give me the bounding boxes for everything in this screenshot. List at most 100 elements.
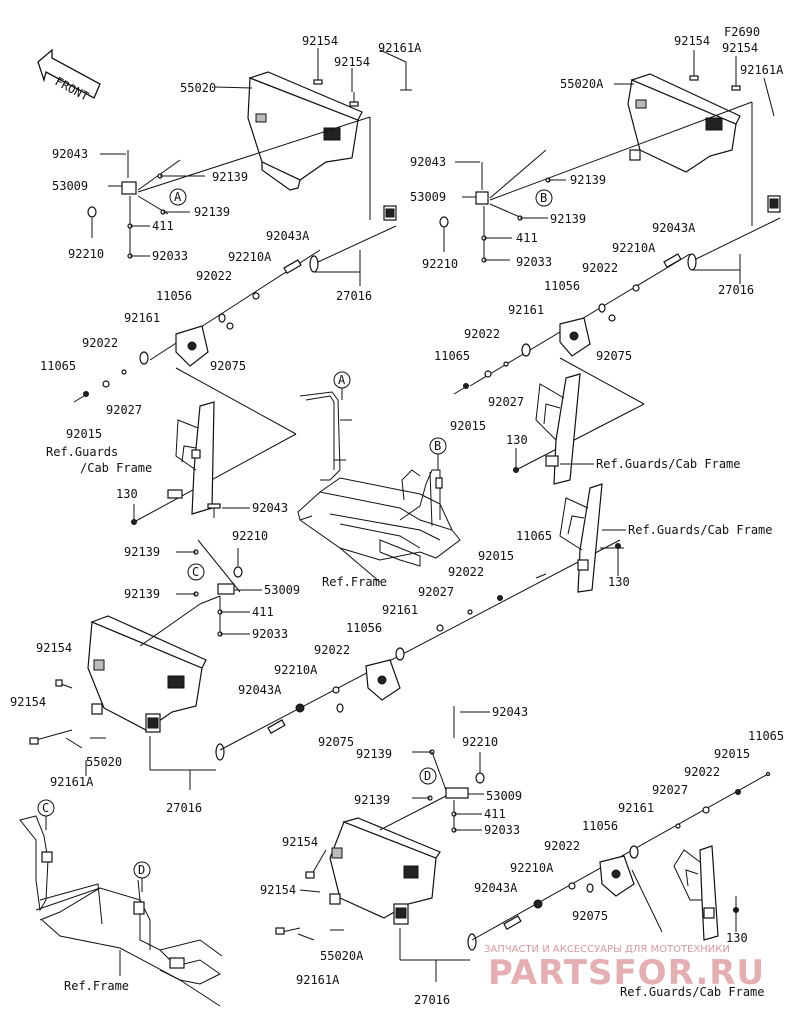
mirror-assembly-bottom-right: D	[275, 706, 771, 982]
ref-guards-mid-right: Ref.Guards/Cab Frame	[628, 523, 773, 537]
label-92210-a: 92210	[68, 247, 104, 261]
ref-frame-center: Ref.Frame	[322, 575, 387, 589]
label-11065-b: 11065	[434, 349, 470, 363]
label-411-c: 411	[252, 605, 274, 619]
label-92015-a: 92015	[66, 427, 102, 441]
label-55020A-b: 55020A	[320, 949, 364, 963]
label-92154-h: 92154	[260, 883, 296, 897]
label-92154-c: 92154	[674, 34, 710, 48]
label-92027-b: 92027	[488, 395, 524, 409]
label-92022-e: 92022	[448, 565, 484, 579]
circle-label-b-top: B	[540, 191, 547, 205]
label-92022-c: 92022	[582, 261, 618, 275]
label-92139-f: 92139	[124, 587, 160, 601]
label-92154-a: 92154	[302, 34, 338, 48]
label-92210-d: 92210	[462, 735, 498, 749]
mirror-assembly-top-left: A	[73, 48, 412, 525]
label-92075-b: 92075	[596, 349, 632, 363]
label-11056-c: 11056	[346, 621, 382, 635]
mirror-assembly-top-right: B	[439, 50, 781, 485]
label-92210A-d: 92210A	[510, 861, 554, 875]
label-92139-b: 92139	[194, 205, 230, 219]
label-92139-e: 92139	[124, 545, 160, 559]
label-92043A-d: 92043A	[474, 881, 518, 895]
diagram-code: F2690	[724, 25, 760, 39]
label-92139-g: 92139	[356, 747, 392, 761]
label-92043-d: 92043	[492, 705, 528, 719]
label-130-b: 130	[506, 433, 528, 447]
label-92139-a: 92139	[212, 170, 248, 184]
circle-label-a-top: A	[174, 190, 182, 204]
frame-center: A B	[297, 371, 461, 583]
label-92210-c: 92210	[232, 529, 268, 543]
watermark-line2: PARTSFOR.RU	[488, 953, 765, 993]
label-92161-c: 92161	[382, 603, 418, 617]
label-92154-b: 92154	[334, 55, 370, 69]
label-92161A-c: 92161A	[50, 775, 94, 789]
circle-label-c-mid: C	[192, 565, 199, 579]
label-92210A-a: 92210A	[228, 250, 272, 264]
label-53009-b: 53009	[410, 190, 446, 204]
label-92075-c: 92075	[318, 735, 354, 749]
front-arrow-icon: FRONT	[37, 48, 101, 104]
label-92022-b: 92022	[82, 336, 118, 350]
label-92154-d: 92154	[722, 41, 758, 55]
label-92043A-c: 92043A	[238, 683, 282, 697]
label-92015-d: 92015	[714, 747, 750, 761]
label-92027-c: 92027	[418, 585, 454, 599]
label-55020-b: 55020	[86, 755, 122, 769]
label-92033-b: 92033	[516, 255, 552, 269]
label-11065-a: 11065	[40, 359, 76, 373]
label-11065-c: 11065	[516, 529, 552, 543]
label-11065-d: 11065	[748, 729, 784, 743]
ref-frame-bottom-left: Ref.Frame	[64, 979, 129, 993]
label-92015-c: 92015	[478, 549, 514, 563]
label-92154-e: 92154	[36, 641, 72, 655]
label-92075-d: 92075	[572, 909, 608, 923]
label-92043A-b: 92043A	[652, 221, 696, 235]
label-92033-d: 92033	[484, 823, 520, 837]
label-92139-c: 92139	[570, 173, 606, 187]
label-92161A-b: 92161A	[740, 63, 784, 77]
label-92022-f: 92022	[314, 643, 350, 657]
label-92139-h: 92139	[354, 793, 390, 807]
label-411-a: 411	[152, 219, 174, 233]
label-92015-b: 92015	[450, 419, 486, 433]
label-92139-d: 92139	[550, 212, 586, 226]
label-92161-d: 92161	[618, 801, 654, 815]
label-411-b: 411	[516, 231, 538, 245]
label-53009-c: 53009	[264, 583, 300, 597]
circle-label-d-bottom: D	[138, 863, 145, 877]
label-55020A-a: 55020A	[560, 77, 604, 91]
label-27016-a: 27016	[336, 289, 372, 303]
ref-guards-top-right: Ref.Guards/Cab Frame	[596, 457, 741, 471]
label-92210A-b: 92210A	[612, 241, 656, 255]
label-92210-b: 92210	[422, 257, 458, 271]
label-27016-c: 27016	[166, 801, 202, 815]
label-92022-g: 92022	[684, 765, 720, 779]
watermark-line1: ЗАПЧАСТИ И АКСЕССУАРЫ ДЛЯ МОТОТЕХНИКИ	[484, 944, 730, 955]
label-92043A-a: 92043A	[266, 229, 310, 243]
label-130-a: 130	[116, 487, 138, 501]
label-53009-d: 53009	[486, 789, 522, 803]
label-92022-h: 92022	[544, 839, 580, 853]
circle-label-d-right: D	[424, 769, 431, 783]
label-53009-a: 53009	[52, 179, 88, 193]
label-92022-d: 92022	[464, 327, 500, 341]
label-92043-a: 92043	[52, 147, 88, 161]
mirror-assembly-mid-left: C	[29, 483, 626, 790]
label-92043-c: 92043	[252, 501, 288, 515]
label-27016-d: 27016	[414, 993, 450, 1007]
label-27016-b: 27016	[718, 283, 754, 297]
label-92161-b: 92161	[508, 303, 544, 317]
label-92161A-d: 92161A	[296, 973, 340, 987]
label-92033-c: 92033	[252, 627, 288, 641]
label-92043-b: 92043	[410, 155, 446, 169]
label-92161A-a: 92161A	[378, 41, 422, 55]
ref-guards-bottom-right: Ref.Guards/Cab Frame	[620, 985, 765, 999]
circle-label-a-frame: A	[338, 373, 346, 387]
circle-label-c-bottom: C	[42, 801, 49, 815]
ref-guards-top-left-2: /Cab Frame	[80, 461, 152, 475]
